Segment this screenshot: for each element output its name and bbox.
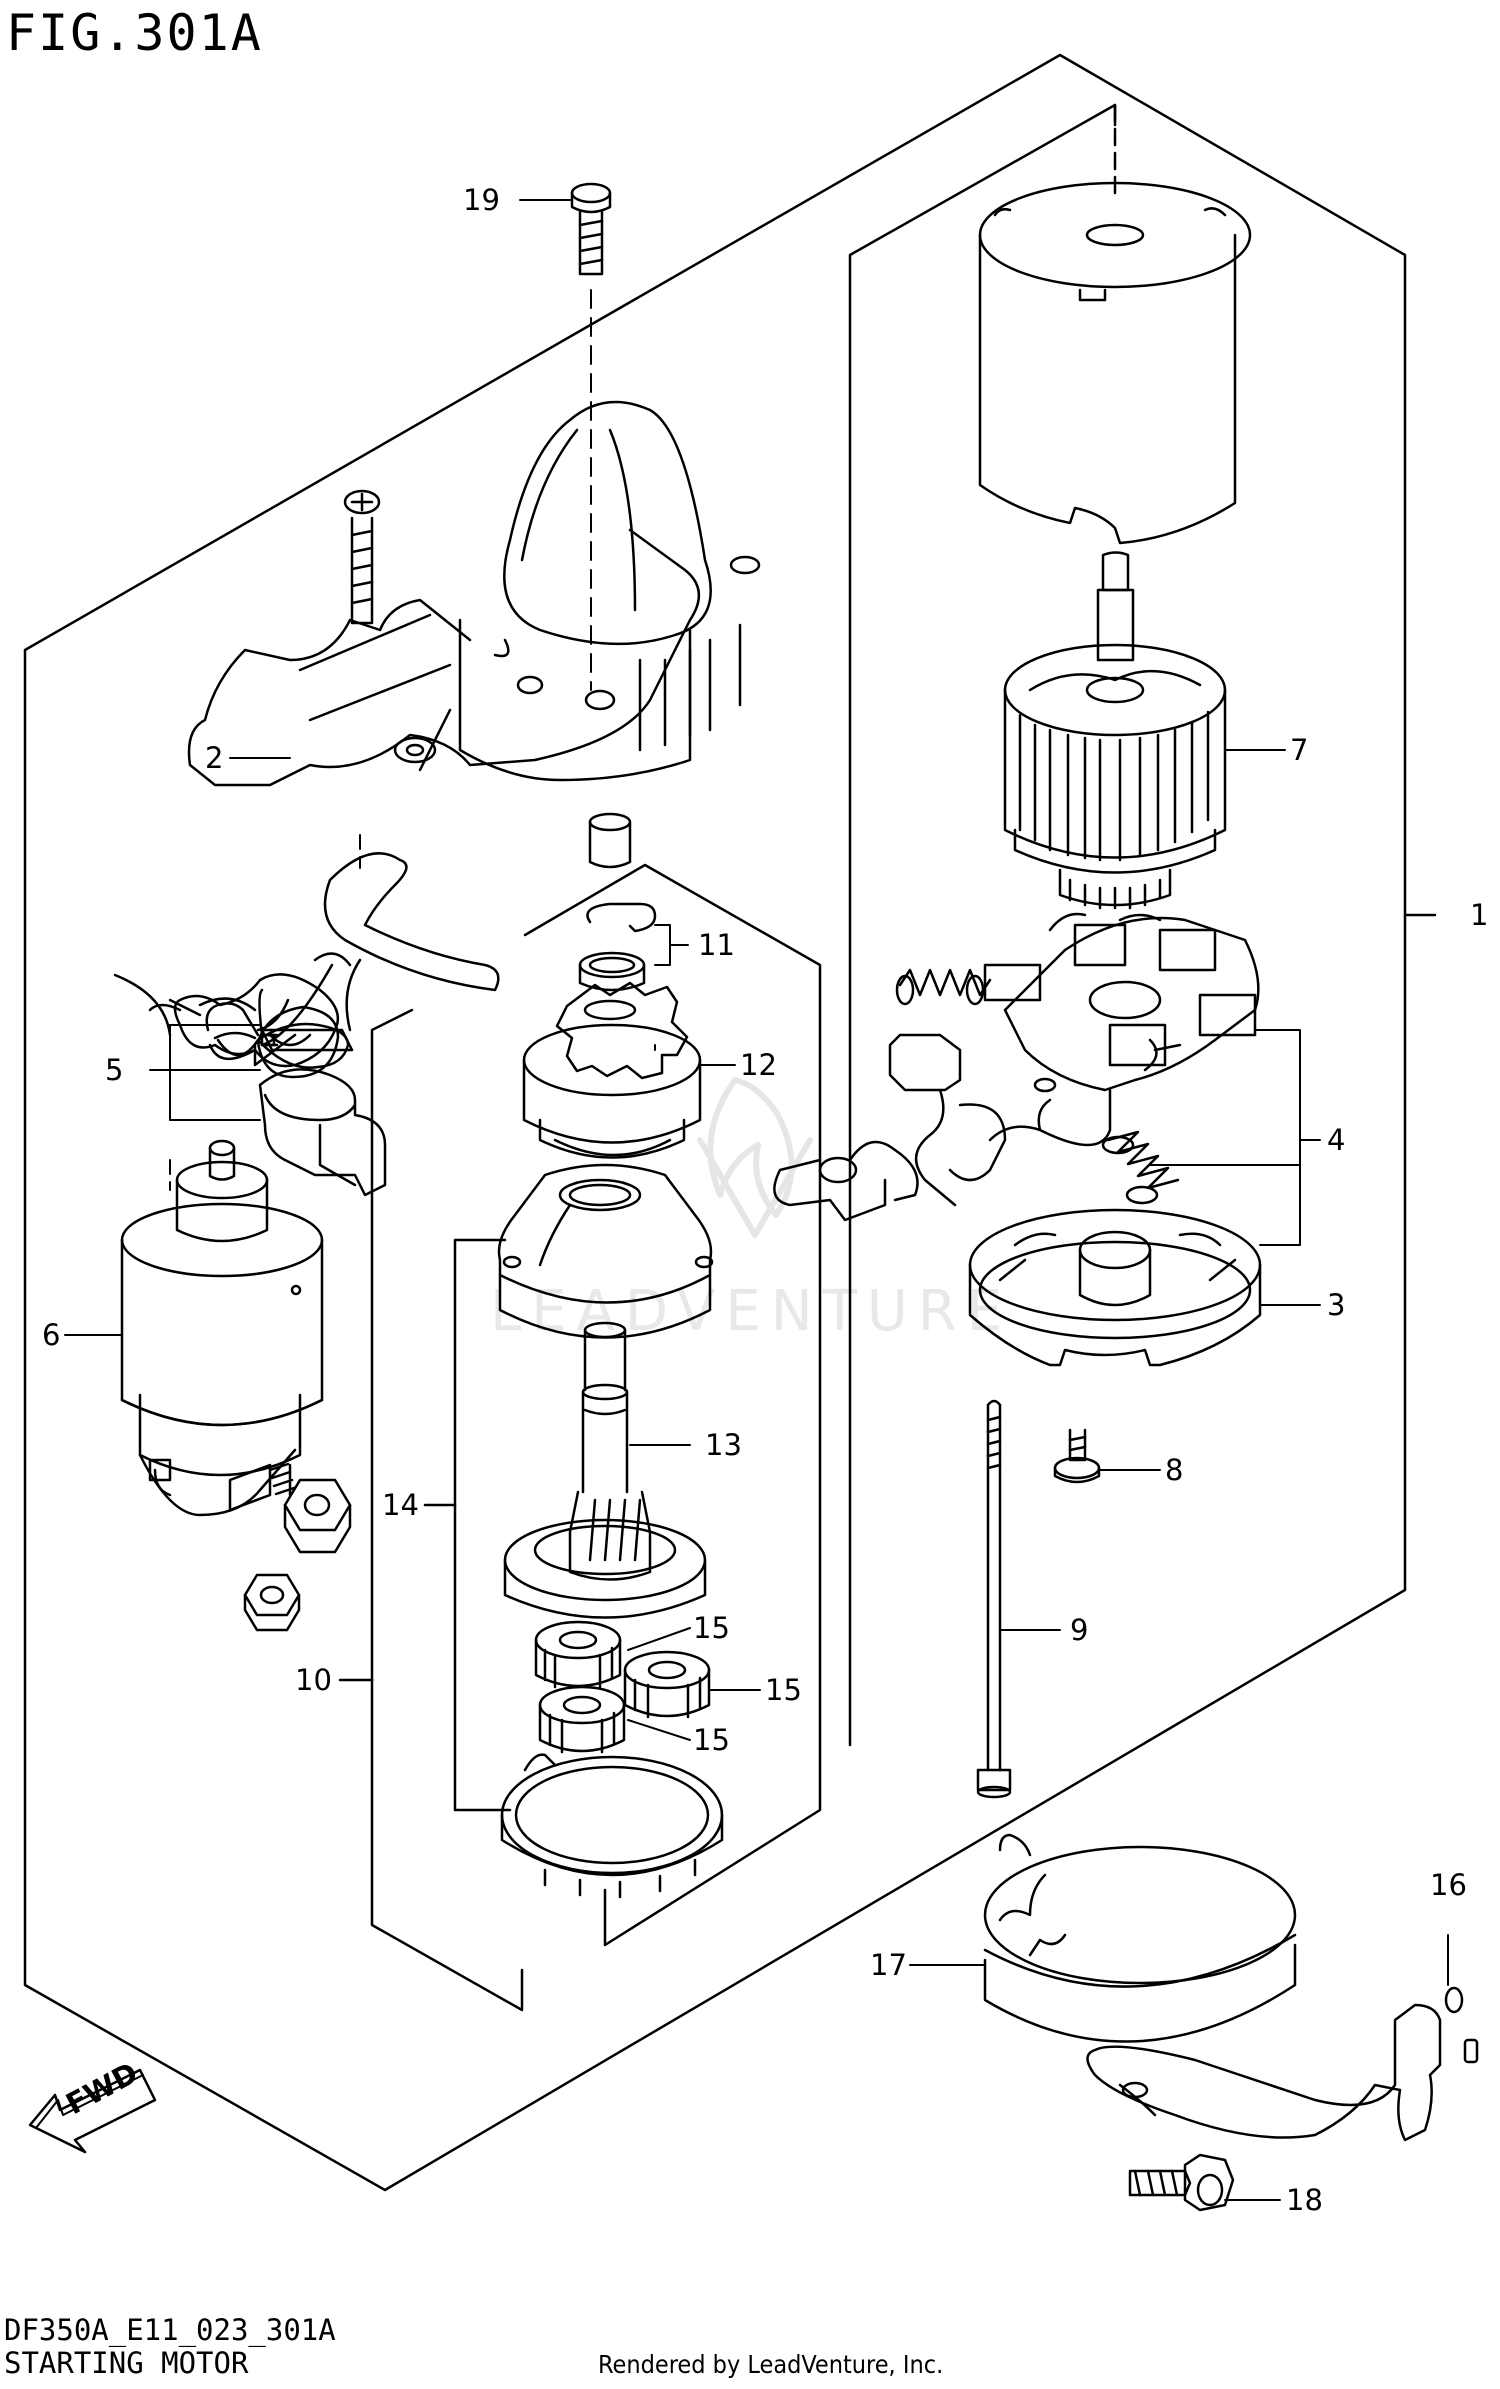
callout-bracket-5 [149,1024,261,1191]
brush-lead-terminal [773,1033,1112,1222]
clamp-16 [1086,1986,1479,2142]
planet-gear-15-c [538,1685,626,1754]
snap-ring-11 [578,902,657,992]
callout-bracket-4 [1149,1029,1321,1246]
callout-17: 17 [870,1948,907,1982]
callout-1: 1 [1470,898,1488,932]
brush-spring-right [1101,1130,1180,1205]
callout-15-a: 15 [693,1611,730,1645]
callout-15-c: 15 [693,1723,730,1757]
internal-gear-ring [500,1753,724,1899]
band-17 [983,1833,1297,2043]
fwd-arrow-icon [28,2068,157,2154]
callout-5: 5 [105,1053,123,1087]
solenoid-clip-5 [113,852,500,1079]
diagram-subtitle: STARTING MOTOR [4,2346,249,2380]
callout-13: 13 [705,1428,742,1462]
render-credit: Rendered by LeadVenture, Inc. [598,2350,944,2379]
assembly-outline-10 [338,863,822,2012]
front-housing-2 [187,400,761,787]
output-shaft-13 [503,1321,707,1619]
planet-gear-15-a [534,1620,622,1689]
callout-9: 9 [1070,1613,1088,1647]
callout-18: 18 [1286,2183,1323,2217]
bushing [588,812,632,869]
callout-10: 10 [295,1663,332,1697]
callout-2: 2 [205,741,223,775]
solenoid-6 [120,1139,324,1517]
nut-small [243,1573,301,1632]
assembly-outline-1 [23,53,1437,2192]
figure-title: FIG.301A [6,4,263,62]
brush-holder-4 [983,912,1260,1093]
screw-8 [1053,1428,1101,1484]
watermark-text: LEADVENTURE [490,1279,1012,1344]
bolt-19 [570,182,612,691]
armature-7 [1003,551,1227,910]
pinion-clutch-12 [522,981,702,1159]
callout-12: 12 [740,1048,777,1082]
bolt-18 [1128,2153,1235,2212]
callout-15-b: 15 [765,1673,802,1707]
callout-6: 6 [42,1318,60,1352]
leaders-15 [627,1627,761,1741]
callout-7: 7 [1290,733,1308,767]
callout-16: 16 [1430,1868,1467,1902]
through-bolt-9 [976,1399,1012,1799]
watermark: LEADVENTURE [490,1077,1012,1344]
callout-19: 19 [463,183,500,217]
brush-spring-left [895,968,992,1006]
nut-large [283,1478,352,1554]
callout-bracket-11 [654,924,689,966]
planet-gear-15-b [623,1650,711,1719]
callout-4: 4 [1327,1123,1345,1157]
callout-8: 8 [1165,1453,1183,1487]
terminal-cover-5 [256,1022,387,1197]
bracket-14 [423,1238,512,1812]
callout-14: 14 [382,1488,419,1522]
diagram-code: DF350A_E11_023_301A [4,2313,336,2347]
yoke [978,181,1252,545]
callout-11: 11 [698,928,735,962]
callout-3: 3 [1327,1288,1345,1322]
end-frame-3 [968,1208,1262,1367]
